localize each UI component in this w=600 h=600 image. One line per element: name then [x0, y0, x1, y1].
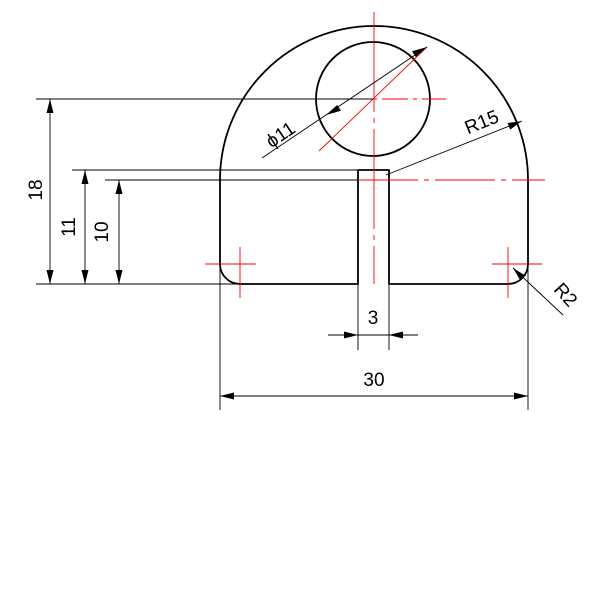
dim-label-30: 30 — [363, 370, 384, 391]
dimension-height-11: 11 — [59, 170, 89, 284]
dimension-corner-radius: R2 — [512, 267, 581, 316]
dimension-height-18: 18 — [26, 99, 54, 284]
dim-label-18: 18 — [26, 179, 47, 200]
dimension-bore-diameter: ϕ11 — [261, 46, 428, 159]
extension-lines — [36, 98, 529, 410]
dim-label-3: 3 — [368, 308, 379, 329]
dimension-outer-radius: R15 — [385, 107, 523, 176]
dim-label-10: 10 — [92, 221, 113, 242]
dimension-overall-width: 30 — [220, 370, 528, 400]
dim-label-r15: R15 — [462, 107, 502, 140]
dimension-slot-width: 3 — [328, 308, 418, 339]
dimension-height-10: 10 — [92, 180, 123, 284]
center-lines — [204, 12, 545, 298]
dim-label-11: 11 — [59, 217, 80, 237]
dim-label-diameter: ϕ11 — [262, 118, 299, 152]
